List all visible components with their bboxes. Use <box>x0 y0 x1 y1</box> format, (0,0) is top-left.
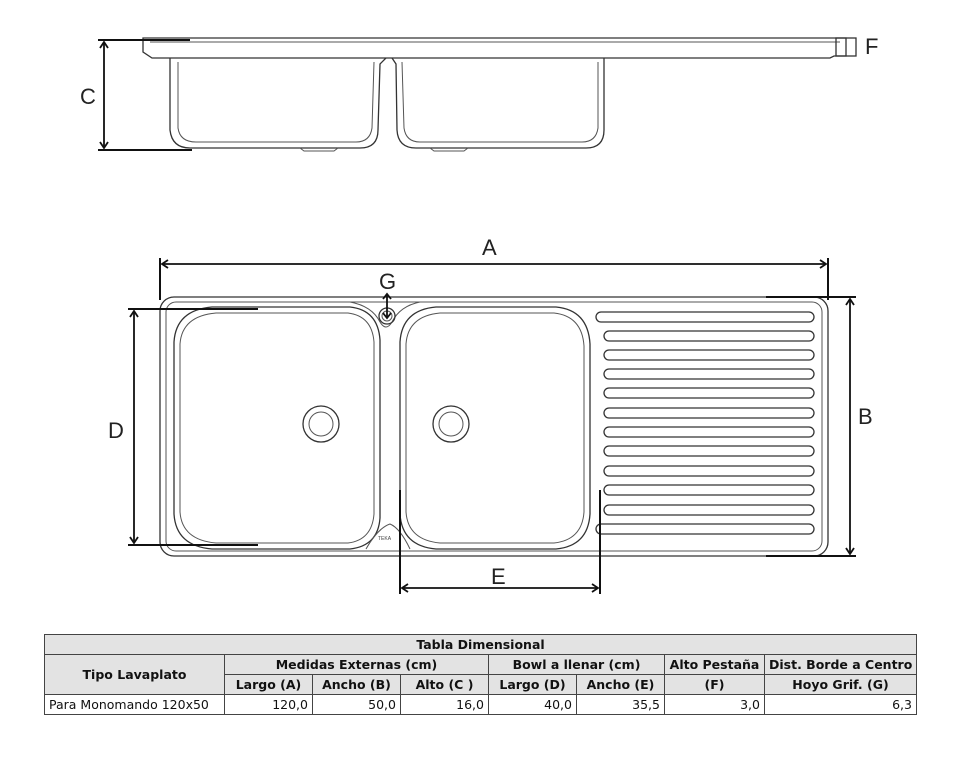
cell-tipo: Para Monomando 120x50 <box>44 694 225 715</box>
header-largo-a: Largo (A) <box>224 674 313 695</box>
header-ancho-e: Ancho (E) <box>576 674 665 695</box>
header-ancho-b: Ancho (B) <box>312 674 401 695</box>
cell-alto-f: 3,0 <box>664 694 765 715</box>
cell-ancho-e: 35,5 <box>576 694 665 715</box>
dim-label-f: F <box>865 34 878 59</box>
cell-alto-c: 16,0 <box>400 694 489 715</box>
cell-largo-a: 120,0 <box>224 694 313 715</box>
header-medidas-externas: Medidas Externas (cm) <box>224 654 489 675</box>
brand-stamp: TEKA <box>378 536 392 542</box>
header-alto-c: Alto (C ) <box>400 674 489 695</box>
cell-largo-d: 40,0 <box>488 694 577 715</box>
cell-dist-g: 6,3 <box>764 694 917 715</box>
dim-label-c: C <box>80 84 96 109</box>
drainboard-ribs <box>595 311 815 535</box>
dim-label-d: D <box>108 418 124 443</box>
dim-label-e: E <box>491 564 506 589</box>
table-title: Tabla Dimensional <box>44 634 917 655</box>
dim-label-b: B <box>858 404 873 429</box>
dim-label-g: G <box>379 269 396 294</box>
header-alto-pestana: Alto Pestaña <box>664 654 765 675</box>
header-largo-d: Largo (D) <box>488 674 577 695</box>
header-alto-pestana-f: (F) <box>664 674 765 695</box>
table-row: Para Monomando 120x50 120,0 50,0 16,0 40… <box>44 694 917 715</box>
header-bowl-a-llenar: Bowl a llenar (cm) <box>488 654 665 675</box>
header-hoyo-grif-g: Hoyo Grif. (G) <box>764 674 917 695</box>
top-view: TEKA A B <box>108 235 873 594</box>
dim-label-a: A <box>482 235 497 260</box>
side-view: C F <box>80 34 878 152</box>
cell-ancho-b: 50,0 <box>312 694 401 715</box>
dimension-table: Tabla Dimensional Tipo Lavaplato Medidas… <box>44 634 917 715</box>
header-tipo-lavaplato: Tipo Lavaplato <box>44 654 225 695</box>
sink-technical-drawing: C F TEKA <box>80 34 878 594</box>
header-dist-borde: Dist. Borde a Centro <box>764 654 917 675</box>
